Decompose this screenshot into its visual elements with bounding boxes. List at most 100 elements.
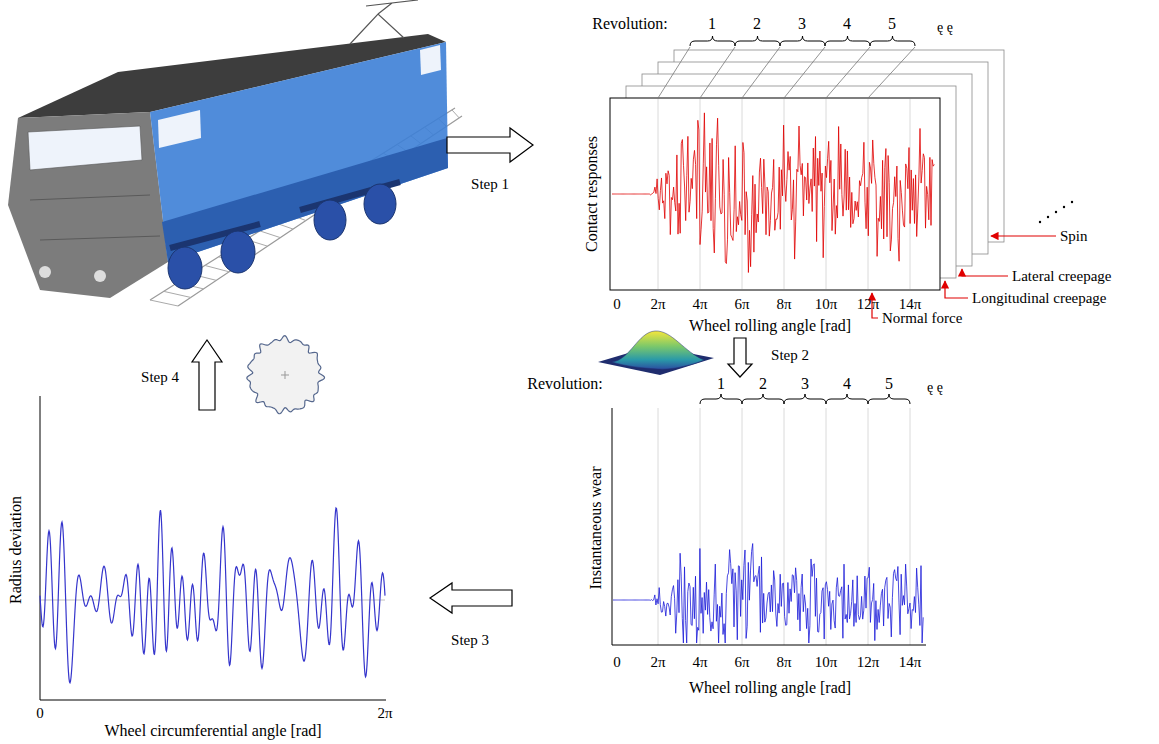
revolution-brace [870,36,915,46]
tick-label: 0 [613,296,621,313]
revolution-number: 1 [717,375,725,393]
revolution-brace [780,36,825,46]
continuation-mark: ę ę [927,380,943,395]
body-line [30,195,160,240]
revolution-label: Revolution: [592,15,668,33]
revolution-brace [826,394,868,404]
continuation-dot [1063,206,1065,208]
tick-label: 12π [857,296,880,313]
pointer-arrow [991,235,1056,236]
revolution-brace [784,394,826,404]
layer-label: Longitudinal creepage [972,290,1107,307]
revolution-label: Revolution: [527,375,603,393]
tick-label: 8π [776,296,791,313]
layer-label: Spin [1060,228,1088,245]
tick-label: 10π [815,296,838,313]
continuation-dot [1039,221,1041,223]
step-arrow [192,340,222,410]
axis-title: Wheel rolling angle [rad] [689,317,851,335]
grid-line [868,408,869,645]
tick-label: 0 [36,705,44,722]
revolution-number: 1 [708,15,716,33]
wheel [221,231,255,273]
wheel [314,200,346,240]
bogie-frame [170,182,400,248]
axis-title: Wheel rolling angle [rad] [689,679,851,697]
contact-pressure-icon [598,331,714,375]
tick-label: 2π [377,705,392,722]
headlight [94,270,106,282]
headlight [39,266,51,278]
wear-signal [613,544,923,643]
tick-label: 4π [692,654,707,671]
grid-line [742,408,743,645]
revolution-number: 4 [843,375,851,393]
step-label: Step 1 [471,176,509,193]
pointer-arrow [962,269,1008,276]
tick-label: 0 [613,654,621,671]
revolution-brace [742,394,784,404]
side-window [420,45,441,75]
tick-label: 4π [692,296,707,313]
tick-label: 8π [776,654,791,671]
contact-signal [612,113,934,273]
pointer-arrow [945,281,968,298]
pantograph [350,0,418,44]
layer-label: Normal force [882,310,962,327]
windshield [28,126,142,170]
revolution-guide [658,47,690,98]
worn-wheel-icon [247,336,325,414]
tick-label: 2π [650,654,665,671]
sleeper [260,231,280,238]
revolution-brace [868,394,910,404]
revolution-guide [826,47,870,98]
plots [40,36,1073,700]
front-face [8,112,168,298]
sleeper [452,110,459,118]
continuation-dot [1071,201,1073,203]
axis-title: Contact responses [583,136,601,252]
revolution-number: 3 [801,375,809,393]
radius-curve [40,508,385,683]
axis-line [40,396,386,700]
axis-line [612,408,926,645]
revolution-guide [868,47,915,98]
side-panel [150,42,448,262]
axis-title: Radius deviation [7,496,25,604]
wheel [168,247,202,289]
tick-label: 6π [734,654,749,671]
grid-line [826,99,827,289]
axis-title: Instantaneous wear [587,466,605,589]
revolution-brace [825,36,870,46]
continuation-dot [1055,211,1057,213]
tick-label: 6π [734,296,749,313]
revolution-brace [735,36,780,46]
revolution-brace [700,394,742,404]
axis-title: Wheel circumferential angle [rad] [104,722,321,740]
step-arrow [728,338,752,377]
tick-label: 2π [650,296,665,313]
sleeper [164,291,191,297]
grid-line [700,408,701,645]
plot-sheet [610,98,940,290]
side-window [158,110,201,148]
revolution-number: 3 [798,15,806,33]
continuation-mark: ę ę [937,20,953,35]
tick-label: 14π [899,654,922,671]
zero-line [40,600,385,601]
grid-line [658,408,659,645]
step-label: Step 4 [141,369,179,386]
grid-line [826,408,827,645]
revolution-number: 4 [843,15,851,33]
tick-label: 10π [815,654,838,671]
revolution-number: 5 [885,375,893,393]
revolution-guide [700,47,735,98]
revolution-number: 5 [888,15,896,33]
tick-label: 12π [857,654,880,671]
revolution-guide [784,47,825,98]
side-skirt [162,138,448,262]
step-arrow [447,128,533,162]
revolution-brace [690,36,735,46]
